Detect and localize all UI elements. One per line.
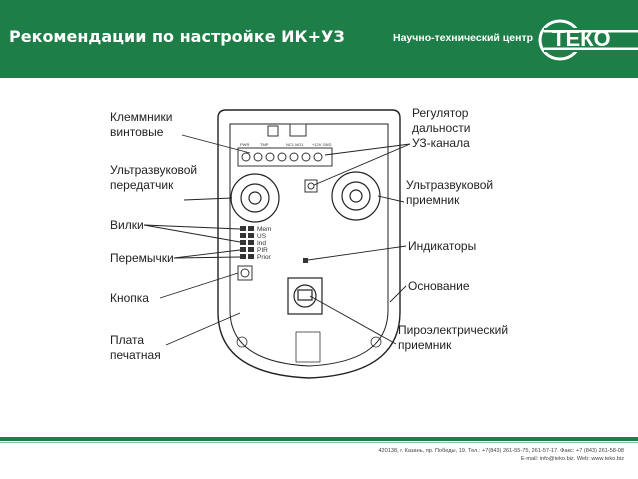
pin-mem: Mem bbox=[257, 226, 271, 233]
label-pyro-1: Пироэлектрический bbox=[398, 323, 508, 337]
label-regulator-1: Регулятор bbox=[412, 106, 469, 120]
label-us-transmitter-2: передатчик bbox=[110, 178, 174, 192]
footer-contacts: 420138, г. Казань, пр. Победы, 19. Тел.:… bbox=[378, 447, 624, 463]
terminal-markings: PWR TMP NC1 NO1 +12V GND bbox=[240, 142, 332, 147]
footer-email-web: E-mail: info@teko.biz. Web: www.teko.biz bbox=[520, 456, 624, 462]
label-terminals-1: Клеммники bbox=[110, 110, 172, 124]
center-name: Научно-технический центр bbox=[393, 32, 534, 44]
label-forks: Вилки bbox=[110, 218, 144, 232]
logo-text: ТЕКО bbox=[552, 26, 611, 51]
device-housing bbox=[217, 109, 401, 379]
label-us-transmitter-1: Ультразвуковой bbox=[110, 163, 197, 177]
terminal-block bbox=[237, 123, 333, 167]
label-base: Основание bbox=[408, 279, 470, 293]
header-bar: Рекомендации по настройке ИК+УЗ Научно-т… bbox=[0, 0, 638, 78]
label-jumpers: Перемычки bbox=[110, 251, 174, 265]
pin-labels: Mem US Ind PIR Prior bbox=[257, 226, 272, 261]
label-us-receiver-1: Ультразвуковой bbox=[406, 178, 493, 192]
footer-line bbox=[0, 442, 638, 443]
teko-logo: ТЕКО bbox=[538, 19, 638, 61]
pin-ind: Ind bbox=[257, 240, 266, 247]
label-terminals-2: винтовые bbox=[110, 125, 164, 139]
label-button: Кнопка bbox=[110, 291, 149, 305]
device-diagram: PWR TMP NC1 NO1 +12V GND Mem US Ind PIR Pr… bbox=[110, 106, 508, 379]
svg-text:NC1 NO1: NC1 NO1 bbox=[286, 142, 304, 147]
us-transmitter bbox=[230, 173, 280, 223]
pcb-details bbox=[236, 331, 382, 363]
range-regulator bbox=[304, 179, 318, 193]
pin-pir: PIR bbox=[257, 247, 268, 254]
label-regulator-3: УЗ-канала bbox=[412, 136, 470, 150]
label-regulator-2: дальности bbox=[412, 121, 470, 135]
page-title: Рекомендации по настройке ИК+УЗ bbox=[9, 27, 345, 46]
pin-us: US bbox=[257, 233, 267, 240]
label-pcb-1: Плата bbox=[110, 333, 144, 347]
pyro-sensor bbox=[287, 277, 323, 315]
label-pcb-2: печатная bbox=[110, 348, 161, 362]
svg-text:+12V GND: +12V GND bbox=[312, 142, 332, 147]
label-us-receiver-2: приемник bbox=[406, 193, 460, 207]
pin-prior: Prior bbox=[257, 254, 272, 261]
leader-lines bbox=[143, 134, 411, 346]
svg-text:TMP: TMP bbox=[260, 142, 269, 147]
button-part bbox=[237, 265, 253, 281]
svg-text:PWR: PWR bbox=[240, 142, 249, 147]
label-indicators: Индикаторы bbox=[408, 239, 476, 253]
footer-bar bbox=[0, 437, 638, 441]
pin-header bbox=[240, 226, 254, 259]
footer-address: 420138, г. Казань, пр. Победы, 19. Тел.:… bbox=[378, 448, 624, 454]
us-receiver bbox=[331, 171, 381, 221]
indicator-led bbox=[303, 258, 308, 263]
label-pyro-2: приемник bbox=[398, 338, 452, 352]
callout-labels: Клеммники винтовые Ультразвуковой переда… bbox=[110, 106, 508, 362]
